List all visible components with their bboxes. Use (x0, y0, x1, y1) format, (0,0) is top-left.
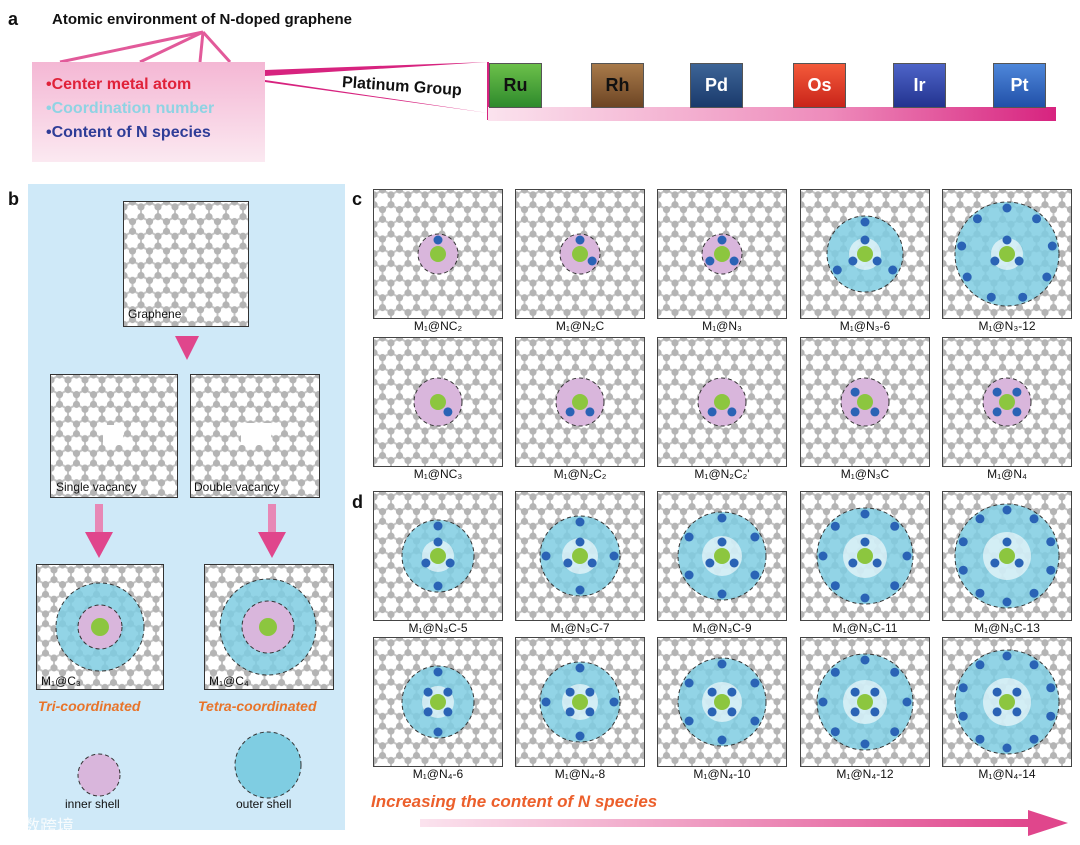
structure-cell (515, 189, 645, 319)
structure-cell (800, 637, 930, 767)
inner-shell-label: inner shell (65, 797, 120, 811)
metal-tile-ru: Ru (489, 63, 542, 108)
outer-shell-swatch (234, 731, 302, 799)
single-vacancy-sheet (50, 374, 178, 498)
panel-b-background: Graphene Single vacancy Double vacancy M… (28, 184, 345, 830)
mc3-label: M₁@C₃ (41, 674, 81, 688)
structure-label: M₁@N₃C-5 (408, 621, 468, 635)
structure-label: M₁@N₃-6 (839, 319, 891, 333)
structure-label: M₁@NC₃ (413, 467, 463, 481)
arrow-double-to-mc4 (258, 504, 286, 558)
double-vacancy-label: Double vacancy (194, 480, 280, 494)
structure-label: M₁@N₄-12 (836, 767, 894, 781)
structure-cell (515, 491, 645, 621)
structure-cell (942, 491, 1072, 621)
outer-shell-label: outer shell (236, 797, 292, 811)
structure-label: M₁@N₃C-11 (832, 621, 898, 635)
arrow-graphene-to-vacancy (175, 336, 199, 360)
panel-c-letter: c (352, 189, 363, 209)
structure-cell (657, 637, 787, 767)
structure-cell (942, 189, 1072, 319)
wedge-top (265, 62, 488, 76)
metal-tile-pd: Pd (690, 63, 743, 108)
feature-n-content: •Content of N species (46, 124, 211, 141)
single-vacancy-label: Single vacancy (56, 480, 137, 494)
tetra-coordinated-label: Tetra-coordinated (198, 698, 317, 714)
structure-cell (800, 491, 930, 621)
structure-label: M₁@N₄-14 (978, 767, 1036, 781)
structure-cell (942, 337, 1072, 467)
increasing-n-content-label: Increasing the content of N species (371, 792, 658, 811)
increasing-n-arrow (420, 810, 1068, 836)
structure-cell (373, 491, 503, 621)
tri-coordinated-label: Tri-coordinated (38, 698, 141, 714)
structure-label: M₁@N₂C₂' (694, 467, 750, 481)
metal-tile-rh: Rh (591, 63, 644, 108)
feature-box: •Center metal atom •Coordination number … (32, 62, 265, 162)
inner-shell-swatch (77, 753, 121, 797)
structure-label: M₁@N₃-12 (978, 319, 1036, 333)
structure-label: M₁@N₄-8 (554, 767, 606, 781)
structure-cell (657, 337, 787, 467)
structure-label: M₁@N₃C (840, 467, 890, 481)
structure-cell (657, 491, 787, 621)
structure-label: M₁@N₃C-9 (692, 621, 752, 635)
metal-tile-os: Os (793, 63, 846, 108)
graphene-label: Graphene (128, 307, 182, 321)
mc4-label: M₁@C₄ (209, 674, 249, 688)
structure-cell (373, 637, 503, 767)
structure-cell (515, 337, 645, 467)
watermark-text: 大数跨境 (6, 817, 74, 836)
structure-cell (942, 637, 1072, 767)
wedge-bottom (265, 80, 488, 113)
structure-cell (657, 189, 787, 319)
arrow-single-to-mc3 (85, 504, 113, 558)
structure-label: M₁@N₂C (555, 319, 605, 333)
panel-a-connector-lines (59, 30, 489, 120)
mc4-sheet (204, 564, 334, 690)
structure-cell (515, 637, 645, 767)
structure-label: M₁@N₄ (987, 467, 1027, 481)
structure-label: M₁@N₂C₂ (553, 467, 607, 481)
structure-label: M₁@N₃ (702, 319, 742, 333)
structure-cell (373, 189, 503, 319)
graphene-sheet (123, 201, 249, 327)
platinum-group-bar (488, 107, 1056, 121)
structure-cell (800, 189, 930, 319)
feature-coordination-number: •Coordination number (46, 100, 215, 117)
metal-tile-ir: Ir (893, 63, 946, 108)
structure-label: M₁@NC₂ (413, 319, 463, 333)
panel-a-letter: a (8, 9, 19, 29)
structure-label: M₁@N₄-6 (412, 767, 464, 781)
panel-b-letter: b (8, 189, 19, 209)
structure-cell (800, 337, 930, 467)
mc3-sheet (36, 564, 164, 690)
structure-cell (373, 337, 503, 467)
panel-d-letter: d (352, 492, 363, 512)
structure-label: M₁@N₄-10 (693, 767, 751, 781)
panel-a-title: Atomic environment of N-doped graphene (52, 11, 353, 28)
feature-center-metal: •Center metal atom (46, 76, 192, 93)
double-vacancy-sheet (190, 374, 320, 498)
structure-label: M₁@N₃C-7 (550, 621, 610, 635)
structure-label: M₁@N₃C-13 (974, 621, 1040, 635)
metal-tile-pt: Pt (993, 63, 1046, 108)
